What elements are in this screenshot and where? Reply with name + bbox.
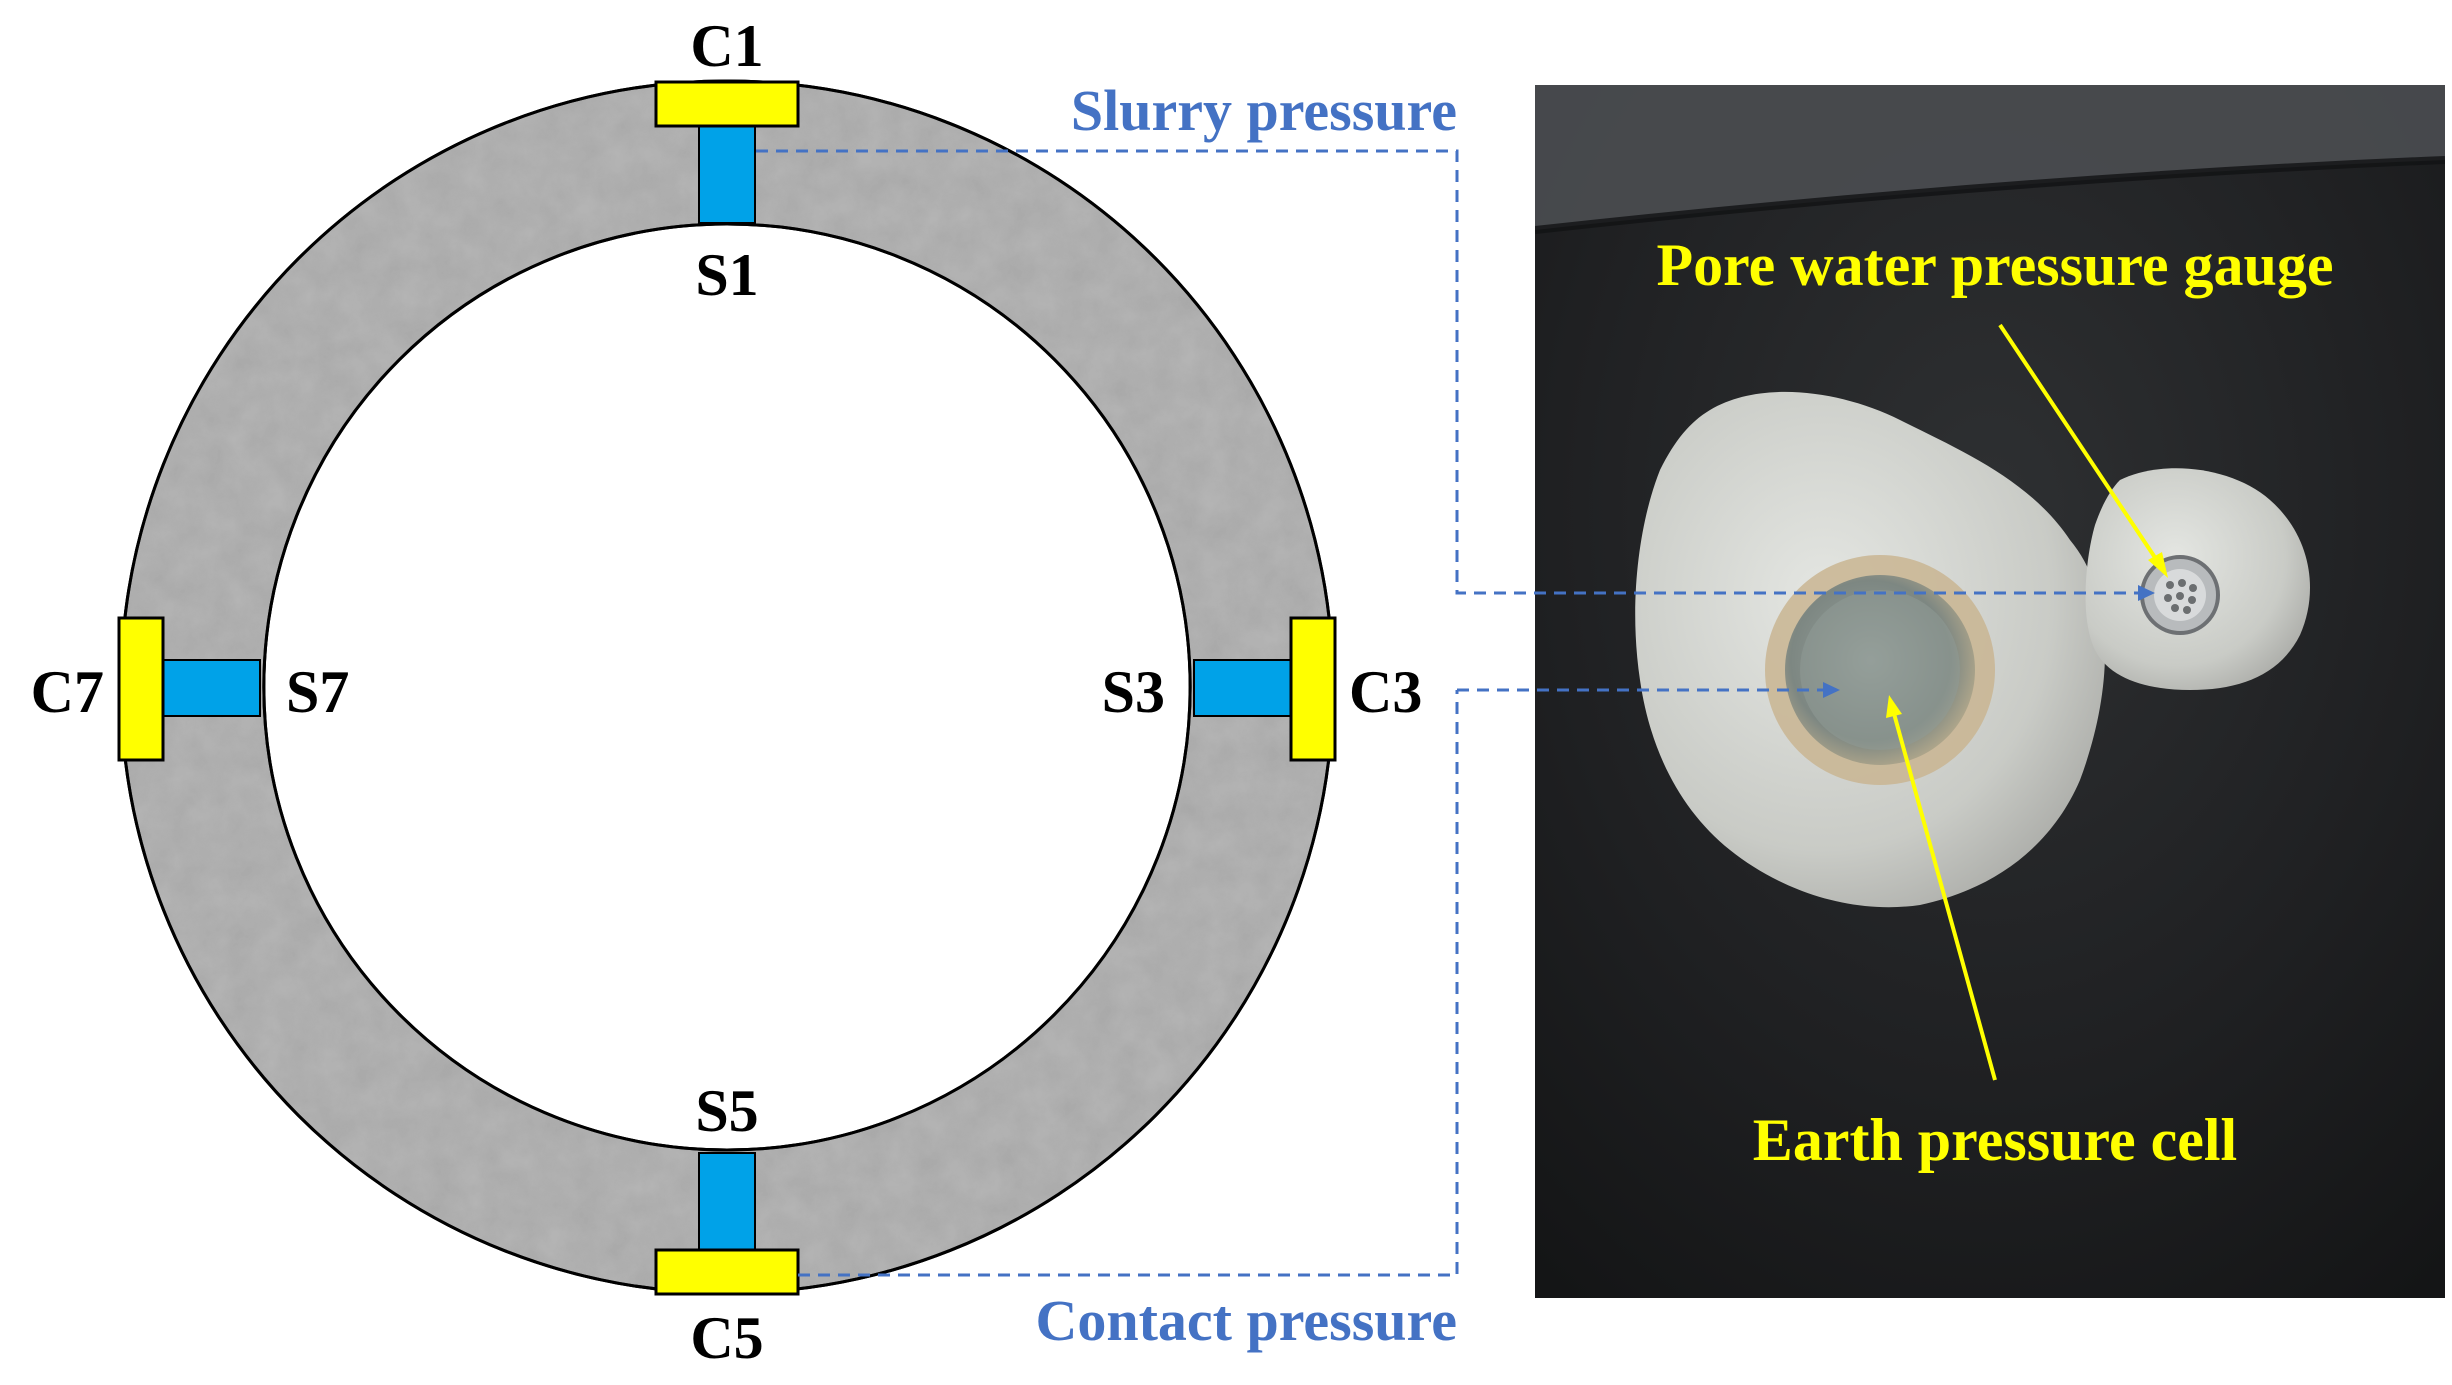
slurry-leader-line bbox=[756, 149, 2142, 595]
label-c5: C5 bbox=[690, 1305, 763, 1371]
contact-cell-c7 bbox=[117, 616, 165, 762]
slurry-pressure-label: Slurry pressure bbox=[1071, 78, 1457, 143]
slurry-gauge-s3 bbox=[1193, 659, 1292, 717]
label-s3: S3 bbox=[1102, 659, 1165, 725]
label-s7: S7 bbox=[286, 659, 349, 725]
label-c1: C1 bbox=[690, 13, 763, 79]
label-c7: C7 bbox=[31, 659, 104, 725]
contact-cell-c5 bbox=[654, 1248, 800, 1296]
label-s1: S1 bbox=[695, 242, 758, 308]
pore-water-gauge-label: Pore water pressure gauge bbox=[1656, 232, 2333, 298]
slurry-gauge-s5 bbox=[698, 1152, 756, 1251]
slurry-gauge-s7 bbox=[162, 659, 261, 717]
leader-lines bbox=[756, 149, 2142, 1277]
pore-gauge-arrow bbox=[1998, 323, 2162, 567]
contact-cell-c1 bbox=[654, 80, 800, 128]
contact-cell-c3 bbox=[1289, 616, 1337, 762]
earth-pressure-cell-label: Earth pressure cell bbox=[1753, 1107, 2237, 1173]
slurry-gauge-s1 bbox=[698, 125, 756, 224]
label-s5: S5 bbox=[695, 1078, 758, 1144]
label-c3: C3 bbox=[1349, 659, 1422, 725]
earth-cell-arrow bbox=[1891, 709, 1997, 1081]
contact-pressure-label: Contact pressure bbox=[1035, 1288, 1457, 1353]
contact-leader-line-c5 bbox=[798, 690, 1459, 1277]
